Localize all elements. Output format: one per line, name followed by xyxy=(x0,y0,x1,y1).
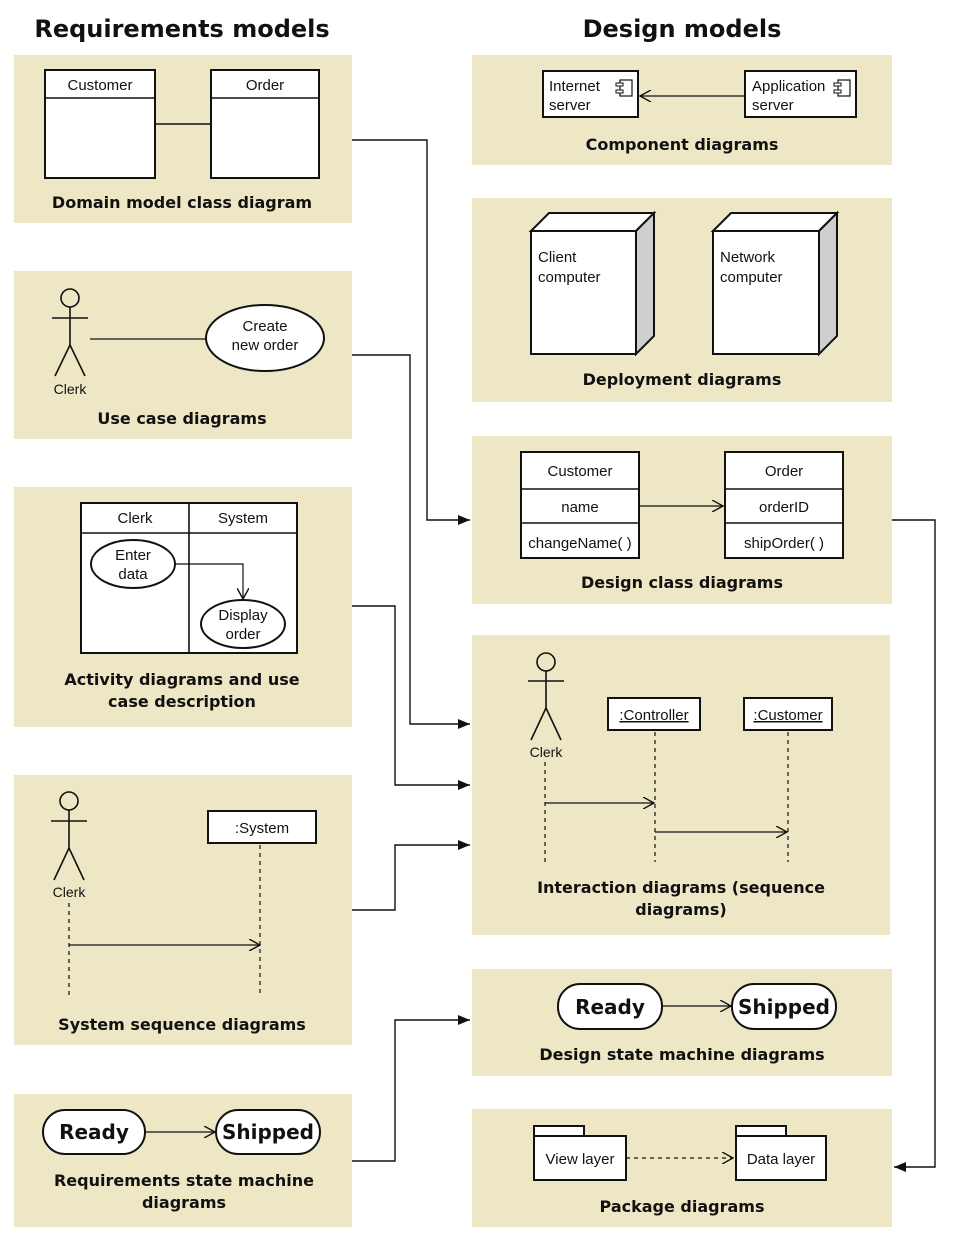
pkg2-label: Data layer xyxy=(747,1151,815,1168)
data-layer-package-icon xyxy=(735,1125,827,1181)
lane-system-label: System xyxy=(218,510,268,527)
clerk-actor-icon xyxy=(52,288,88,377)
domain-to-design-class-arrow xyxy=(352,139,470,525)
domain-order-class xyxy=(210,69,320,179)
ssd-actor-label: Clerk xyxy=(53,884,87,900)
domain-model-caption: Domain model class diagram xyxy=(52,193,312,212)
comp1-line2: server xyxy=(549,97,591,114)
design-class2-attr: orderID xyxy=(759,499,809,516)
node2-line2: computer xyxy=(720,269,783,286)
state-to-design-state-arrow xyxy=(352,1015,470,1162)
req-shipped-label: Shipped xyxy=(222,1120,314,1144)
system-object xyxy=(207,810,317,844)
system-object-label: :System xyxy=(235,820,289,837)
design-state-panel: Ready Shipped Design state machine diagr… xyxy=(472,969,892,1076)
controller-object xyxy=(607,697,701,731)
domain-customer-label: Customer xyxy=(67,77,132,94)
node1-line2: computer xyxy=(538,269,601,286)
use-case-panel: Clerk Create new order Use case diagrams xyxy=(14,271,352,439)
controller-object-label: :Controller xyxy=(619,707,688,724)
comp2-line1: Application xyxy=(752,78,825,95)
domain-customer-class xyxy=(44,69,156,179)
design-class2-name: Order xyxy=(765,463,803,480)
node2-line1: Network xyxy=(720,249,776,266)
interaction-panel: Clerk :Controller :Customer Interaction … xyxy=(472,635,890,935)
design-class-to-package-arrow xyxy=(892,519,936,1172)
package-caption: Package diagrams xyxy=(600,1197,765,1216)
usecase-line1: Create xyxy=(242,318,287,335)
req-state-caption-line1: Requirements state machine xyxy=(54,1171,314,1190)
component-caption: Component diagrams xyxy=(586,135,779,154)
domain-order-label: Order xyxy=(246,77,284,94)
lane-clerk-label: Clerk xyxy=(117,510,153,527)
design-class2-op: shipOrder( ) xyxy=(744,535,824,552)
activity-to-interaction-arrow xyxy=(352,605,470,790)
deployment-panel: Client computer Network computer Deploym… xyxy=(472,198,892,402)
component-icon xyxy=(833,79,851,97)
ssd-caption: System sequence diagrams xyxy=(58,1015,306,1034)
req-state-caption-line2: diagrams xyxy=(142,1193,226,1212)
customer-object-label: :Customer xyxy=(753,707,822,724)
create-order-usecase xyxy=(205,304,325,372)
ssd-to-interaction-arrow xyxy=(352,840,470,911)
design-order-class xyxy=(724,451,844,559)
network-computer-node xyxy=(710,210,840,357)
interaction-clerk-actor-icon xyxy=(528,652,564,741)
req-state-panel: Ready Shipped Requirements state machine… xyxy=(14,1094,352,1227)
comp2-line2: server xyxy=(752,97,794,114)
ssd-clerk-actor-icon xyxy=(51,791,87,881)
deployment-caption: Deployment diagrams xyxy=(583,370,782,389)
design-class1-name: Customer xyxy=(547,463,612,480)
act1-line1: Enter xyxy=(115,547,151,564)
act2-line1: Display xyxy=(218,607,268,624)
interaction-actor-label: Clerk xyxy=(530,744,564,760)
req-ready-label: Ready xyxy=(59,1120,129,1144)
system-sequence-panel: Clerk :System System sequence diagrams xyxy=(14,775,352,1045)
usecase-line2: new order xyxy=(232,337,299,354)
activity-caption-line2: case description xyxy=(108,692,256,711)
design-class1-attr: name xyxy=(561,499,599,516)
domain-model-panel: Customer Order Domain model class diagra… xyxy=(14,55,352,223)
design-class-panel: Customer name changeName( ) Order orderI… xyxy=(472,436,892,604)
pkg1-label: View layer xyxy=(546,1151,615,1168)
client-computer-node xyxy=(528,210,657,357)
component-panel: Internet server Application server Compo… xyxy=(472,55,892,165)
interaction-caption-line2: diagrams) xyxy=(635,900,726,919)
display-order-activity xyxy=(200,599,286,649)
design-ready-label: Ready xyxy=(575,995,645,1019)
design-shipped-label: Shipped xyxy=(738,995,830,1019)
customer-object xyxy=(743,697,833,731)
view-layer-package-icon xyxy=(533,1125,627,1181)
requirements-header: Requirements models xyxy=(34,15,329,43)
interaction-caption-line1: Interaction diagrams (sequence xyxy=(537,878,825,897)
req-shipped-state xyxy=(215,1109,321,1155)
use-case-actor-label: Clerk xyxy=(54,381,88,397)
design-class1-op: changeName( ) xyxy=(528,535,631,552)
activity-caption-line1: Activity diagrams and use xyxy=(64,670,299,689)
package-panel: View layer Data layer Package diagrams xyxy=(472,1109,892,1227)
activity-panel: Clerk System Enter data Display order Ac… xyxy=(14,487,352,727)
usecase-to-interaction-arrow xyxy=(352,354,470,729)
node1-line1: Client xyxy=(538,249,577,266)
component-icon xyxy=(615,79,633,97)
design-class-caption: Design class diagrams xyxy=(581,573,783,592)
design-header: Design models xyxy=(583,15,782,43)
act1-line2: data xyxy=(118,566,148,583)
design-customer-class xyxy=(520,451,640,559)
design-state-caption: Design state machine diagrams xyxy=(539,1045,824,1064)
comp1-line1: Internet xyxy=(549,78,601,95)
design-shipped-state xyxy=(731,983,837,1030)
act2-line2: order xyxy=(225,626,260,643)
use-case-caption: Use case diagrams xyxy=(97,409,266,428)
